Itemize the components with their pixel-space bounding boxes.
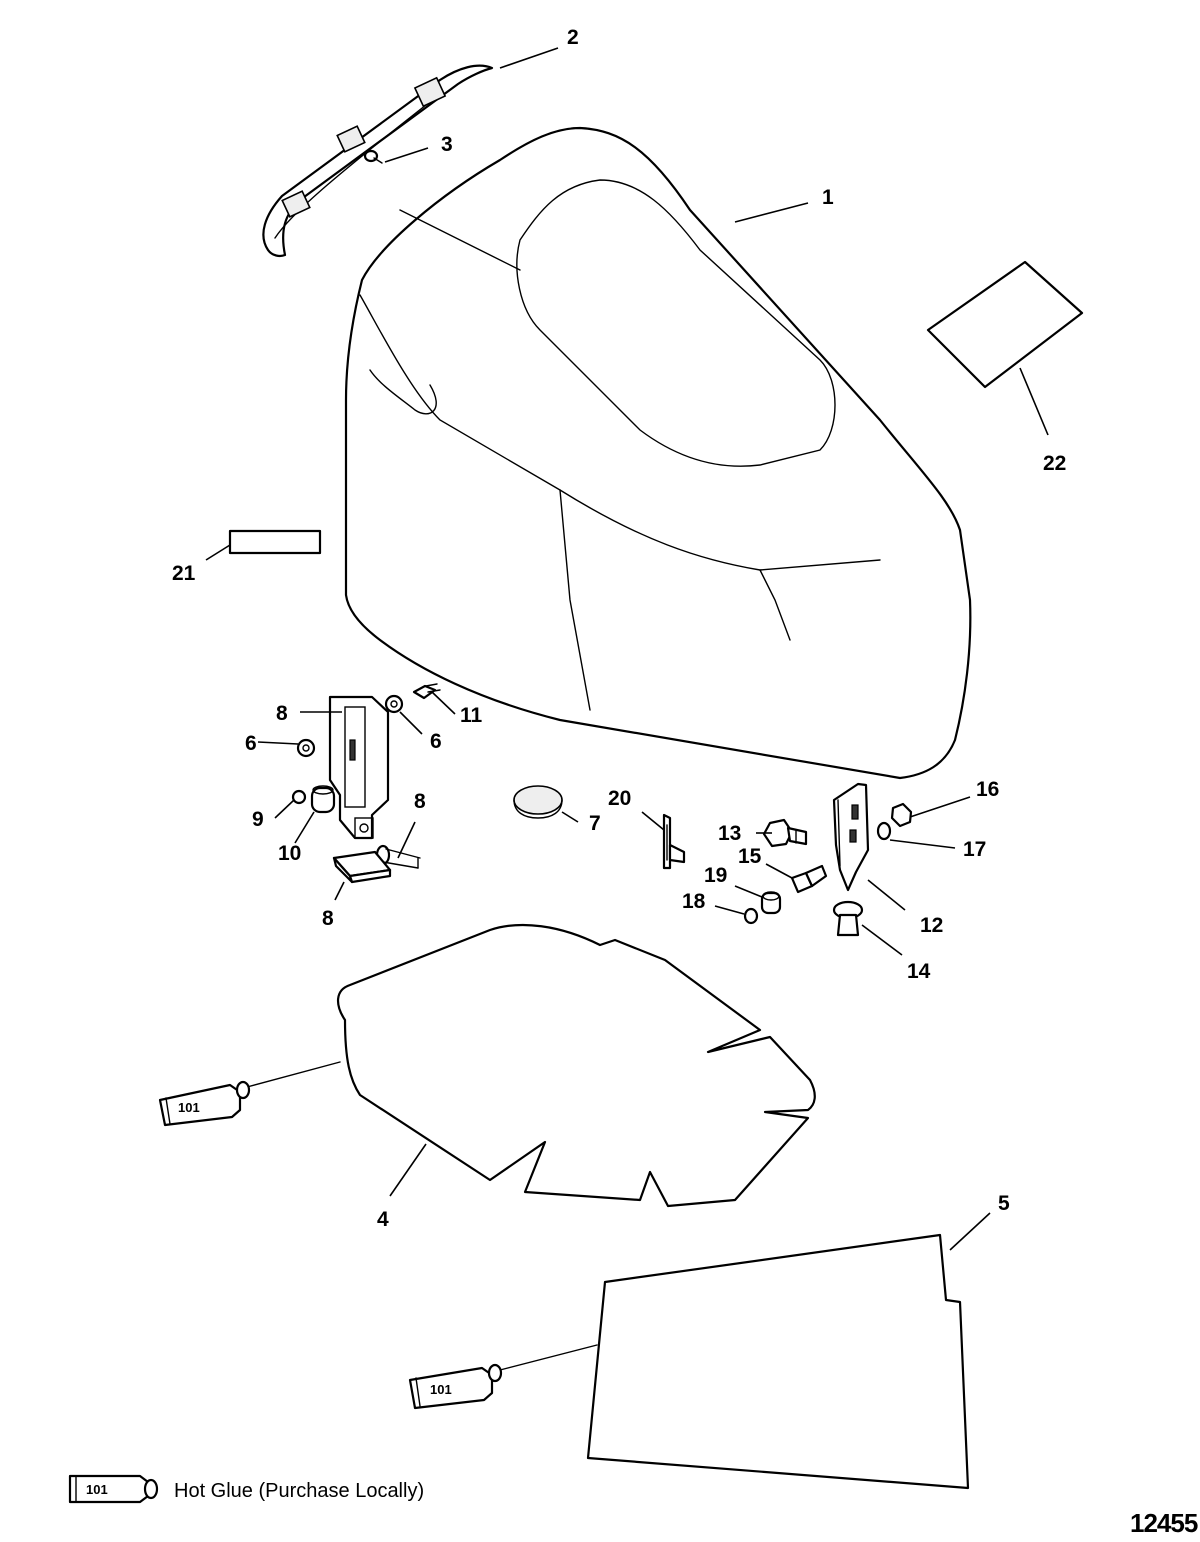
callout-8-top: 8 <box>276 702 288 725</box>
callout-2: 2 <box>567 26 579 49</box>
legend-tube-label: 101 <box>86 1482 108 1497</box>
nut-16-part <box>890 802 913 828</box>
decal-22-part <box>926 260 1084 389</box>
callout-11: 11 <box>460 704 483 727</box>
callout-14: 14 <box>907 960 931 983</box>
screw-part <box>363 149 383 164</box>
stud-15-part <box>790 864 828 894</box>
insulation-pad-4-part <box>337 923 816 1208</box>
callout-8-bolt: 8 <box>414 790 426 813</box>
leader-lines <box>205 47 1049 1251</box>
bushing-19-part <box>760 891 782 915</box>
latch-plate-12-part <box>832 782 870 892</box>
callout-4: 4 <box>377 1208 389 1231</box>
glue-tube-label: 101 <box>178 1100 200 1115</box>
callout-21: 21 <box>172 562 196 585</box>
decal-21-part <box>228 529 322 555</box>
callout-19: 19 <box>704 864 727 887</box>
callout-12: 12 <box>920 914 943 937</box>
callout-3: 3 <box>441 133 453 156</box>
callout-18: 18 <box>682 890 706 913</box>
figure-id: 12455 <box>1130 1508 1198 1538</box>
bolt-13-part <box>762 818 808 848</box>
callout-10: 10 <box>278 842 301 865</box>
callout-9: 9 <box>252 808 264 831</box>
star-washer-6-left <box>296 738 316 758</box>
callout-16: 16 <box>976 778 999 801</box>
star-washer-6-right <box>384 694 404 714</box>
glue-tube-label: 101 <box>430 1382 452 1397</box>
callout-7: 7 <box>589 812 601 835</box>
callout-8-cap: 8 <box>322 907 334 930</box>
top-trim-part <box>262 64 494 258</box>
clip-20-part <box>662 813 686 870</box>
latch-cap-8-part <box>332 850 392 884</box>
top-cowl-part <box>344 126 972 780</box>
callout-17: 17 <box>963 838 986 861</box>
callout-1: 1 <box>822 186 834 209</box>
push-pin-14-part <box>832 900 864 937</box>
glue-tube-part-4: 101 <box>158 1061 341 1127</box>
callout-6-right: 6 <box>430 730 442 753</box>
callout-6-left: 6 <box>245 732 257 755</box>
callout-5: 5 <box>998 1192 1010 1215</box>
latch-bracket-part <box>328 695 390 840</box>
legend: 101 Hot Glue (Purchase Locally) <box>68 1474 424 1504</box>
screw-11-part <box>412 683 441 700</box>
bushing-10-part <box>310 785 336 814</box>
nut-18-part <box>743 907 759 925</box>
callout-20: 20 <box>608 787 631 810</box>
washer-9-part <box>291 789 307 805</box>
washer-17-part <box>876 821 892 841</box>
callout-15: 15 <box>738 845 762 868</box>
callout-13: 13 <box>718 822 741 845</box>
callout-22: 22 <box>1043 452 1066 475</box>
foam-sheet-5-part <box>586 1233 970 1490</box>
plug-7-part <box>513 785 563 819</box>
glue-tube-part-5: 101 <box>408 1344 598 1410</box>
callout-numbers: 1 2 3 4 5 6 6 7 8 8 8 9 10 11 12 13 14 1… <box>172 26 1066 1231</box>
legend-text: Hot Glue (Purchase Locally) <box>174 1480 424 1502</box>
